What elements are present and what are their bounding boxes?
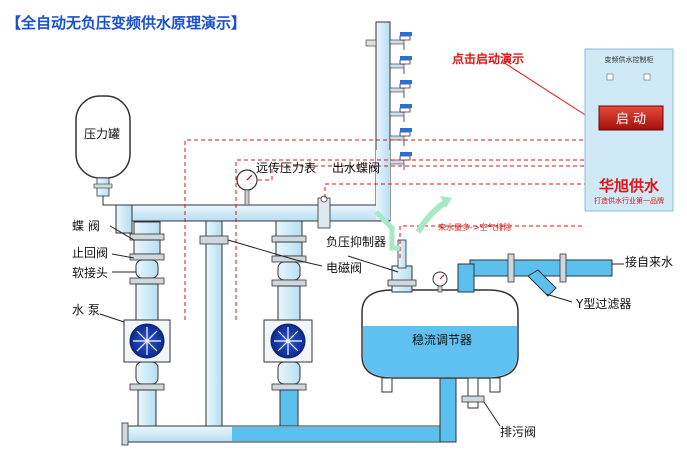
label-y-filter: Y型过滤器 <box>575 297 631 311</box>
label-drain-valve: 排污阀 <box>500 425 536 439</box>
label-pump: 水 泵 <box>72 303 100 317</box>
control-panel-title: 变频供水控制柜 <box>605 55 654 64</box>
label-outlet-butterfly: 出水蝶阀 <box>332 160 380 175</box>
pump-left <box>115 204 171 427</box>
label-inlet: 接自来水 <box>625 254 673 269</box>
label-pressure-tank: 压力罐 <box>84 127 120 141</box>
start-button-label: 启 动 <box>616 112 646 127</box>
label-soft-joint: 软接头 <box>72 265 108 280</box>
stabilizer-tank <box>361 265 519 393</box>
page-title: 【全自动无负压变频供水原理演示】 <box>6 14 246 32</box>
faucets <box>389 32 412 170</box>
remote-gauge-icon <box>236 169 258 206</box>
suction-header <box>121 369 457 446</box>
outlet-butterfly-valve <box>317 195 331 229</box>
indicator-light-left <box>606 73 614 81</box>
label-check-valve: 止回阀 <box>72 246 108 260</box>
click-hint: 点击启动演示 <box>452 51 524 66</box>
pressure-tank <box>75 95 131 206</box>
label-solenoid: 电磁阀 <box>326 260 362 275</box>
inlet-pipe <box>457 253 613 297</box>
label-suppressor: 负压抑制器 <box>326 234 386 249</box>
air-discharge-arrow <box>374 196 452 251</box>
label-butterfly: 蝶 阀 <box>72 218 100 233</box>
suppressor-riser <box>397 239 407 269</box>
bypass-pipe <box>199 220 229 428</box>
control-panel: 变频供水控制柜 启 动 华旭供水 打造供水行业第一品牌 <box>584 48 674 212</box>
label-stabilizer: 稳流调节器 <box>412 332 472 347</box>
label-air-note: 来水量多->空气排除 <box>438 222 512 232</box>
start-button[interactable]: 启 动 <box>598 105 664 131</box>
hint-arrow <box>502 61 591 119</box>
brand-name: 华旭供水 <box>599 177 660 195</box>
indicator-light-right <box>643 73 651 81</box>
pump-right <box>263 220 313 427</box>
leader-lines <box>99 225 624 427</box>
drain-valve <box>461 377 485 409</box>
brand-slogan: 打造供水行业第一品牌 <box>594 196 664 205</box>
label-remote-gauge: 远传压力表 <box>256 160 316 175</box>
